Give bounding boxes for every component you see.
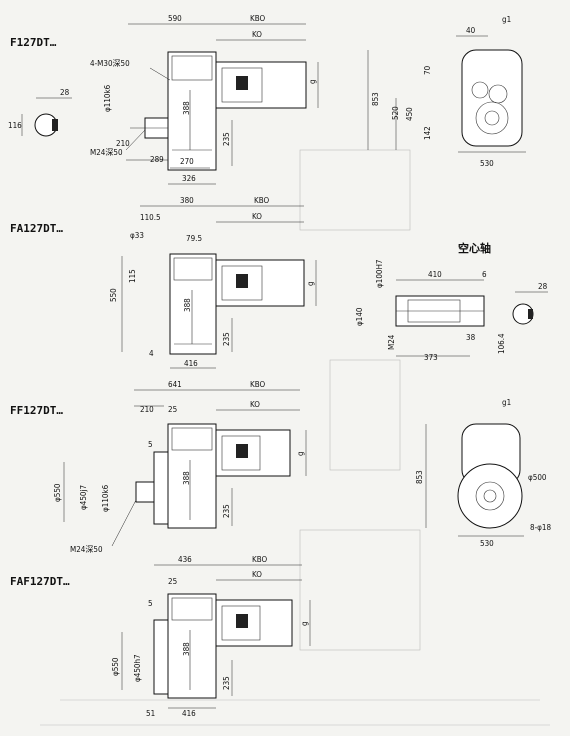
dim-115: 115: [128, 269, 137, 283]
thread-label: M24深50: [90, 148, 123, 157]
dim-388: 388: [183, 298, 192, 312]
dim-520: 520: [391, 106, 400, 120]
dim-51: 51: [146, 709, 155, 718]
holes-label: 8-φ18: [530, 523, 552, 532]
dim-388: 388: [182, 642, 191, 656]
dim-530: 530: [480, 539, 494, 548]
key-width-label: 28: [538, 282, 548, 291]
background-ghost-lines: [40, 149, 550, 726]
key-section: 28 116: [8, 88, 72, 137]
dim-phi140: φ140: [355, 307, 364, 326]
dim-388: 388: [182, 101, 191, 115]
key-height-label: 116: [8, 121, 22, 130]
dim-289: 289: [150, 155, 164, 164]
thread-label: M24深50: [70, 545, 103, 554]
view-fa127dt: FA127DT… 380 KBO 110.5 KO 79.5 φ33 115 5…: [10, 196, 317, 369]
hollow-shaft-title: 空心轴: [458, 241, 491, 255]
dim-phi550: φ550: [53, 483, 62, 502]
gear-unit: [169, 253, 305, 355]
dim-436: 436: [178, 555, 192, 564]
gear-unit: [135, 423, 291, 529]
dim-235: 235: [222, 132, 231, 146]
dim-590: 590: [168, 14, 182, 23]
dim-g: g: [306, 281, 315, 286]
dim-g1: g1: [502, 15, 511, 24]
dim-530: 530: [480, 159, 494, 168]
dim-210: 210: [116, 139, 130, 148]
dim-phi550: φ550: [111, 657, 120, 676]
dim-853: 853: [415, 470, 424, 484]
view-title: FAF127DT…: [10, 575, 70, 588]
dim-bore: φ100H7: [375, 260, 384, 288]
dim-phi33: φ33: [130, 231, 144, 240]
dim-270: 270: [180, 157, 194, 166]
dim-kbo: KBO: [250, 380, 266, 389]
dim-g: g: [300, 621, 309, 626]
dim-m24: M24: [387, 334, 396, 350]
dim-641: 641: [168, 380, 182, 389]
dim-40: 40: [466, 26, 476, 35]
dim-pilot: φ450j7: [79, 485, 88, 510]
dim-38: 38: [466, 333, 476, 342]
dim-70: 70: [423, 65, 432, 75]
dim-5: 5: [148, 599, 153, 608]
dim-kbo: KBO: [250, 14, 266, 23]
dim-853: 853: [371, 92, 380, 106]
dim-373: 373: [424, 353, 438, 362]
dim-326: 326: [182, 174, 196, 183]
dim-shaft: φ110k6: [101, 484, 110, 512]
dim-25: 25: [168, 405, 177, 414]
dim-phi500: φ500: [528, 473, 547, 482]
dim-5: 5: [148, 440, 153, 449]
dim-ko: KO: [252, 570, 262, 579]
view-faf127dt: FAF127DT… 436 KBO 25 KO 5 φ550 φ450h7 38…: [10, 555, 311, 718]
view-title: FA127DT…: [10, 222, 63, 235]
dim-ko: KO: [252, 30, 262, 39]
dim-ko: KO: [252, 212, 262, 221]
view-title: F127DT…: [10, 36, 57, 49]
dim-pilot: φ450h7: [133, 654, 142, 682]
dim-235: 235: [222, 332, 231, 346]
dim-g: g: [296, 451, 305, 456]
shaft-dia: φ110k6: [103, 84, 112, 112]
dim-110-5: 110.5: [140, 213, 161, 222]
dim-ko: KO: [250, 400, 260, 409]
dim-142: 142: [423, 126, 432, 140]
gear-unit: [130, 51, 307, 171]
dim-450: 450: [405, 107, 414, 121]
side-view-bottom: g1 853 φ500 8-φ18 530: [415, 398, 552, 548]
dim-25: 25: [168, 577, 177, 586]
bolt-label: 4-M30深50: [90, 59, 130, 68]
dim-410: 410: [428, 270, 442, 279]
dim-kbo: KBO: [252, 555, 268, 564]
dim-6: 6: [482, 270, 487, 279]
view-ff127dt: FF127DT… 641 KBO 210 25 KO 5 φ550 φ450j7…: [10, 380, 307, 554]
side-view-top: 40 g1 853 520 70 450 142 530: [367, 15, 526, 168]
view-title: FF127DT…: [10, 404, 63, 417]
dim-210: 210: [140, 405, 154, 414]
dim-388: 388: [182, 471, 191, 485]
dim-235: 235: [222, 504, 231, 518]
dim-380: 380: [180, 196, 194, 205]
key-width-label: 28: [60, 88, 70, 97]
dim-4: 4: [149, 349, 154, 358]
dim-kbo: KBO: [254, 196, 270, 205]
dim-g: g: [308, 79, 317, 84]
key-height-label: 106.4: [497, 333, 506, 354]
dim-79-5: 79.5: [186, 234, 202, 243]
dim-416: 416: [182, 709, 196, 718]
dim-235: 235: [222, 676, 231, 690]
dim-550: 550: [109, 288, 118, 302]
hollow-shaft-detail: 空心轴 410 6 φ100H7 φ140 M24 38 373 28 106.…: [355, 241, 548, 362]
dim-g1: g1: [502, 398, 511, 407]
view-f127dt: F127DT… 28 116 590 KBO KO 4-: [8, 14, 319, 185]
gear-unit: [153, 593, 293, 699]
dim-416: 416: [184, 359, 198, 368]
